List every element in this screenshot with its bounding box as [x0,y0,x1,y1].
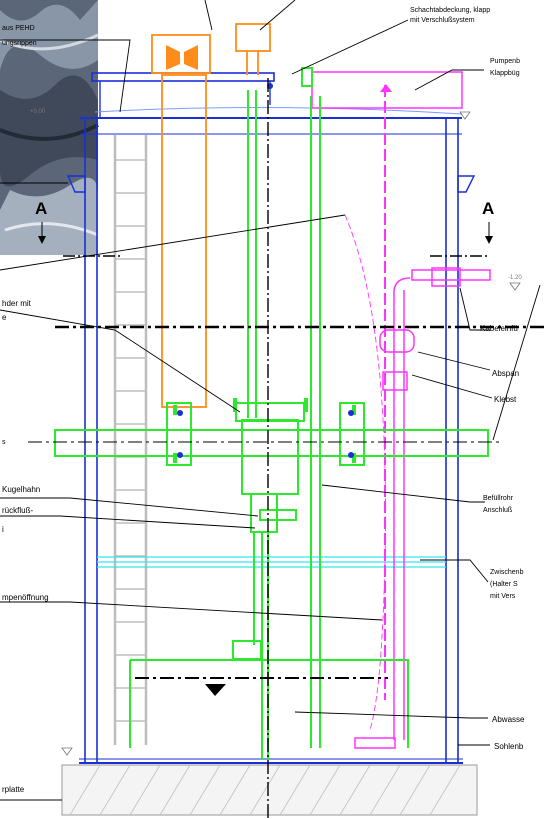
pump-chamber [311,71,491,749]
label-pump-2: Klappbüg [490,70,520,77]
label-intermediate-3: mit Vers [490,593,516,600]
section-mark-left: A [35,199,47,218]
lid-surface [94,106,463,115]
label-lock-system: mit Verschlußsystem [410,17,475,24]
label-ribs: ungsrippen [2,40,37,47]
section-arrow-left [38,222,46,244]
label-wastewater: Abwasse [492,715,525,724]
label-pump-opening: mpenöffnung [2,593,49,602]
green-pipework [54,67,489,760]
label-plate: rplatte [2,785,25,794]
pump-riser [151,23,271,408]
label-intermediate-2: (Halter S [490,581,518,588]
pump-coupling [166,45,198,70]
label-cover: Schachtabdeckung, klapp [410,7,490,14]
leader-lines [0,0,541,801]
label-fill-pipe-1: Befüllrohr [483,495,514,502]
ladder [113,135,148,745]
green-flanges [173,398,356,463]
level-top: +0.00 [30,109,46,115]
flange-bolts [177,83,354,458]
intermediate-level [97,556,446,568]
base-slab [61,764,478,816]
label-backflow: rückfluß- [2,506,33,515]
label-pehd: aus PEHD [2,25,35,32]
label-left-mid-2: e [2,313,7,322]
label-small-left: s [2,439,6,446]
label-ball-valve: Kugelhahn [2,485,40,494]
label-intermediate-1: Zwischenb [490,569,524,576]
shaft-walls [66,72,476,764]
label-sohlen: Sohlenb [494,742,524,751]
pump-arrow [380,84,392,92]
label-pump-1: Pumpenb [490,58,520,65]
section-arrow-right [485,222,493,244]
photo-thumbnail [0,0,99,255]
level-mid: -1.20 [508,275,522,281]
label-abspan: Abspan [492,369,519,378]
label-cable-entry: Kabeleinfü [480,324,518,333]
label-fill-pipe-2: Anschluß [483,507,512,514]
label-left-mid-1: hder mit [2,299,32,308]
label-klebst: Klebst [494,395,517,404]
float-switch [205,684,226,696]
section-mark-right: A [482,199,494,218]
center-lines [28,78,545,819]
label-backflow-small: i [2,525,4,534]
level-markers [61,111,521,756]
